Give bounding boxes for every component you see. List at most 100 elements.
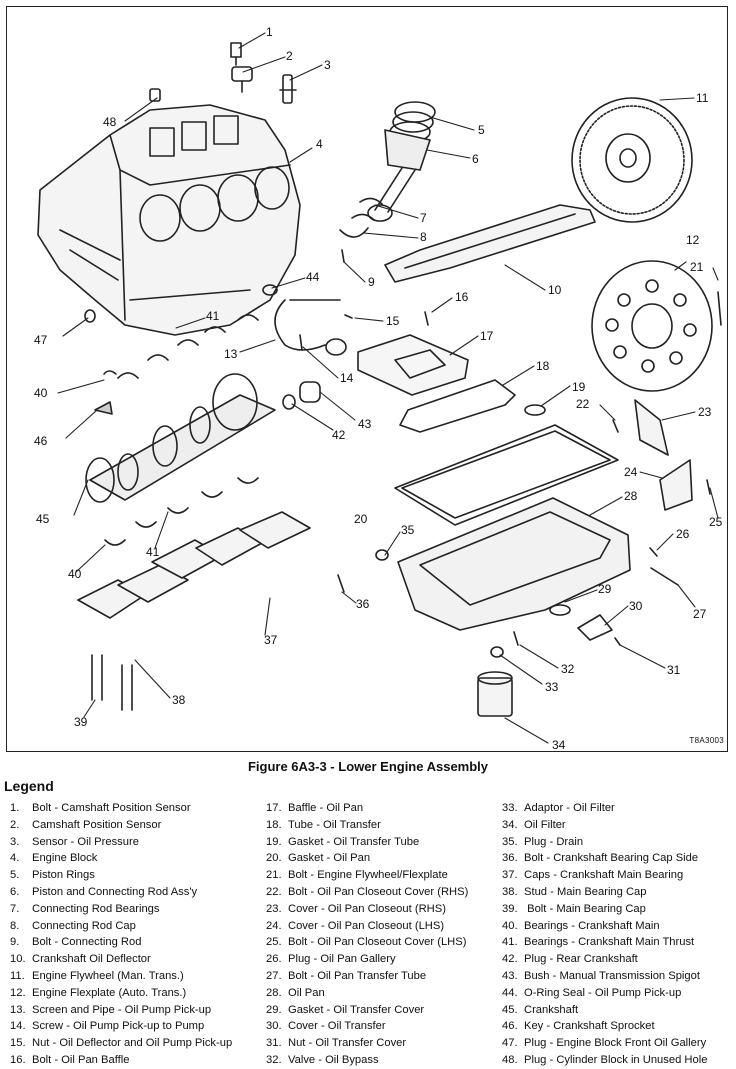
callout-21: 21 bbox=[690, 260, 704, 274]
legend-item: 35.Plug - Drain bbox=[502, 834, 707, 851]
legend-item-number: 17. bbox=[266, 802, 282, 814]
legend-item: 16.Bolt - Oil Pan Baffle bbox=[10, 1052, 232, 1069]
legend-item-text: Bearings - Crankshaft Main bbox=[524, 919, 660, 932]
oil-filter-part bbox=[477, 671, 513, 717]
callout-23: 23 bbox=[698, 405, 712, 419]
callout-46: 46 bbox=[34, 434, 48, 448]
legend-item-text: Bearings - Crankshaft Main Thrust bbox=[524, 936, 695, 949]
callout-4: 4 bbox=[316, 137, 323, 151]
legend-item-text: Engine Flexplate (Auto. Trans.) bbox=[32, 986, 187, 999]
legend-item-number: 24. bbox=[266, 919, 282, 932]
legend-item-text: Plug - Oil Pan Gallery bbox=[288, 953, 396, 966]
callout-28: 28 bbox=[624, 489, 638, 503]
legend-item-text: Plug - Drain bbox=[524, 835, 584, 848]
legend-item-number: 16. bbox=[10, 1053, 26, 1066]
piston-assembly-part bbox=[367, 101, 436, 222]
callout-1: 1 bbox=[266, 25, 273, 39]
legend-item-number: 20. bbox=[266, 852, 282, 865]
callout-44: 44 bbox=[306, 270, 320, 284]
callout-18: 18 bbox=[536, 359, 550, 373]
legend-item: 31.Nut - Oil Transfer Cover bbox=[266, 1035, 468, 1052]
legend-item: 15.Nut - Oil Deflector and Oil Pump Pick… bbox=[10, 1035, 232, 1052]
main-bearing-lower-parts bbox=[104, 477, 259, 546]
callout-40-upper: 40 bbox=[34, 386, 48, 400]
legend-item: 2.Camshaft Position Sensor bbox=[10, 817, 232, 834]
figure-reference-code: T8A3003 bbox=[689, 736, 724, 745]
legend-item-text: Tube - Oil Transfer bbox=[288, 818, 381, 831]
legend-item-number: 7. bbox=[10, 902, 20, 915]
legend-item-text: Bolt - Oil Pan Transfer Tube bbox=[288, 969, 427, 982]
legend-item-number: 11. bbox=[10, 969, 25, 982]
legend-item: 30.Cover - Oil Transfer bbox=[266, 1018, 468, 1035]
legend-item: 12. Engine Flexplate (Auto. Trans.) bbox=[10, 985, 232, 1002]
legend-item: 22.Bolt - Oil Pan Closeout Cover (RHS) bbox=[266, 884, 468, 901]
callout-42: 42 bbox=[332, 428, 346, 442]
legend-item-text: Engine Flywheel (Man. Trans.) bbox=[32, 969, 184, 982]
legend-column-2: 17. Baffle - Oil Pan 18.Tube - Oil Transfe… bbox=[266, 800, 468, 1069]
callout-10: 10 bbox=[548, 283, 562, 297]
legend-item: 28.Oil Pan bbox=[266, 985, 468, 1002]
oil-transfer-gasket-part bbox=[524, 404, 546, 416]
legend-item-number: 31. bbox=[266, 1037, 282, 1050]
leader-lines bbox=[57, 32, 719, 744]
legend-item-text: Baffle - Oil Pan bbox=[288, 802, 364, 814]
legend-item-number: 30. bbox=[266, 1020, 282, 1033]
legend-item: 45.Crankshaft bbox=[502, 1002, 707, 1019]
legend-item-number: 36. bbox=[502, 852, 518, 865]
callout-24: 24 bbox=[624, 465, 638, 479]
callout-30: 30 bbox=[629, 599, 643, 613]
legend-item-text: Bolt - Crankshaft Bearing Cap Side bbox=[524, 852, 699, 865]
legend-item: 40.Bearings - Crankshaft Main bbox=[502, 918, 707, 935]
legend-item: 3. Sensor - Oil Pressure bbox=[10, 834, 232, 851]
legend-item-number: 29. bbox=[266, 1003, 282, 1016]
legend-item: 18.Tube - Oil Transfer bbox=[266, 817, 468, 834]
exploded-diagram-frame bbox=[6, 6, 728, 752]
legend-item-number: 41. bbox=[502, 936, 518, 949]
block-plug-part bbox=[149, 88, 161, 102]
legend-item-number: 15. bbox=[10, 1037, 26, 1050]
legend-item-number: 3. bbox=[10, 835, 20, 848]
legend-item-text: Bolt - Engine Flywheel/Flexplate bbox=[288, 869, 448, 882]
legend-item-number: 19. bbox=[266, 835, 282, 848]
legend-item-text: Connecting Rod Cap bbox=[32, 919, 136, 932]
legend-item-text: Bolt - Connecting Rod bbox=[32, 936, 142, 949]
callout-38: 38 bbox=[172, 693, 186, 707]
legend-item-text: Bolt - Main Bearing Cap bbox=[524, 902, 646, 915]
callout-36: 36 bbox=[356, 597, 370, 611]
legend-item: 7.Connecting Rod Bearings bbox=[10, 901, 232, 918]
legend-item: 41. Bearings - Crankshaft Main Thrust bbox=[502, 934, 707, 951]
transfer-cover-parts bbox=[549, 604, 621, 646]
callout-9: 9 bbox=[368, 275, 375, 289]
callout-45: 45 bbox=[36, 512, 50, 526]
legend-item: 11. Engine Flywheel (Man. Trans.) bbox=[10, 968, 232, 985]
oil-baffle-part bbox=[357, 334, 469, 396]
legend-item-number: 26. bbox=[266, 953, 282, 966]
callout-2: 2 bbox=[286, 49, 293, 63]
rear-plug-and-bush-parts bbox=[282, 381, 321, 410]
callout-13: 13 bbox=[224, 347, 238, 361]
callout-20: 20 bbox=[354, 512, 368, 526]
drain-plug-part bbox=[375, 549, 389, 561]
legend-item-text: Screen and Pipe - Oil Pump Pick-up bbox=[32, 1003, 212, 1016]
legend-item-number: 48. bbox=[502, 1053, 518, 1066]
callout-3: 3 bbox=[324, 58, 331, 72]
legend-item: 25.Bolt - Oil Pan Closeout Cover (LHS) bbox=[266, 934, 468, 951]
crankshaft-part bbox=[85, 373, 276, 503]
legend-item: 14.Screw - Oil Pump Pick-up to Pump bbox=[10, 1018, 232, 1035]
legend-item-text: Oil Filter bbox=[524, 818, 566, 831]
legend-item: 20.Gasket - Oil Pan bbox=[266, 850, 468, 867]
legend-item: 44.O-Ring Seal - Oil Pump Pick-up bbox=[502, 985, 707, 1002]
legend-item: 47.Plug - Engine Block Front Oil Gallery bbox=[502, 1035, 707, 1052]
legend-item: 13.Screen and Pipe - Oil Pump Pick-up bbox=[10, 1002, 232, 1019]
callout-29: 29 bbox=[598, 582, 612, 596]
closeout-bolt-parts bbox=[612, 419, 711, 495]
legend-item-text: Screw - Oil Pump Pick-up to Pump bbox=[32, 1020, 205, 1033]
callout-48: 48 bbox=[103, 115, 117, 129]
legend-item: 23.Cover - Oil Pan Closeout (RHS) bbox=[266, 901, 468, 918]
legend-item-number: 12. bbox=[10, 986, 26, 999]
legend-item-number: 32. bbox=[266, 1053, 282, 1066]
callout-labels: 1 2 3 4 5 6 7 8 9 10 11 12 13 14 15 16 1… bbox=[34, 25, 723, 752]
camshaft-sensor-parts bbox=[230, 42, 297, 104]
legend-item-text: Sensor - Oil Pressure bbox=[32, 835, 139, 848]
